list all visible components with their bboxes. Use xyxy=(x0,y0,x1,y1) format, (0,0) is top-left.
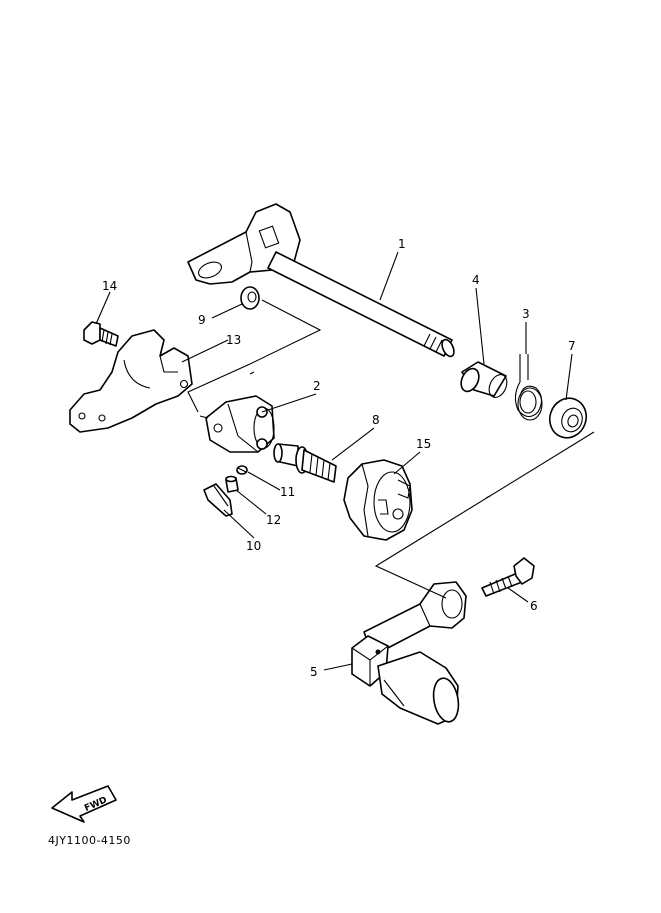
callout-14: 14 xyxy=(102,279,117,293)
washer-part-9 xyxy=(240,286,260,310)
bolt-part-6 xyxy=(481,557,535,597)
callout-9: 9 xyxy=(198,313,206,327)
shift-pedal-part-5 xyxy=(351,581,467,725)
cam-follower-part-10 xyxy=(203,483,233,517)
collar-part-4 xyxy=(460,361,508,398)
callout-2: 2 xyxy=(313,379,321,393)
bolt-part-14 xyxy=(83,321,119,347)
spring-part-11 xyxy=(236,465,248,475)
stopper-lever-part-13 xyxy=(69,329,193,433)
cam-part-15 xyxy=(343,459,413,541)
segment-part-2 xyxy=(199,395,275,453)
callout-13: 13 xyxy=(226,333,241,347)
callout-3: 3 xyxy=(522,307,530,321)
forward-arrow-icon: FWD xyxy=(51,785,117,823)
part-code: 4JY1100-4150 xyxy=(48,834,131,847)
assembly-lines xyxy=(187,299,595,599)
callout-labels: 1 2 3 4 5 6 7 8 9 10 11 12 13 14 15 xyxy=(102,237,576,679)
callout-12: 12 xyxy=(266,513,281,527)
shift-shaft-part-1 xyxy=(187,203,455,358)
leader-lines xyxy=(95,251,573,671)
torsion-spring-part-3 xyxy=(514,354,543,421)
pin-part-12 xyxy=(225,475,239,493)
oil-seal-part-7 xyxy=(548,397,588,439)
callout-6: 6 xyxy=(530,599,538,613)
callout-5: 5 xyxy=(310,665,318,679)
callout-11: 11 xyxy=(280,485,295,499)
callout-7: 7 xyxy=(568,339,576,353)
guide-bolt-part-8 xyxy=(273,443,337,483)
callout-8: 8 xyxy=(372,413,380,427)
callout-4: 4 xyxy=(472,273,480,287)
callout-1: 1 xyxy=(398,237,406,251)
callout-10: 10 xyxy=(246,539,261,553)
callout-15: 15 xyxy=(416,437,431,451)
